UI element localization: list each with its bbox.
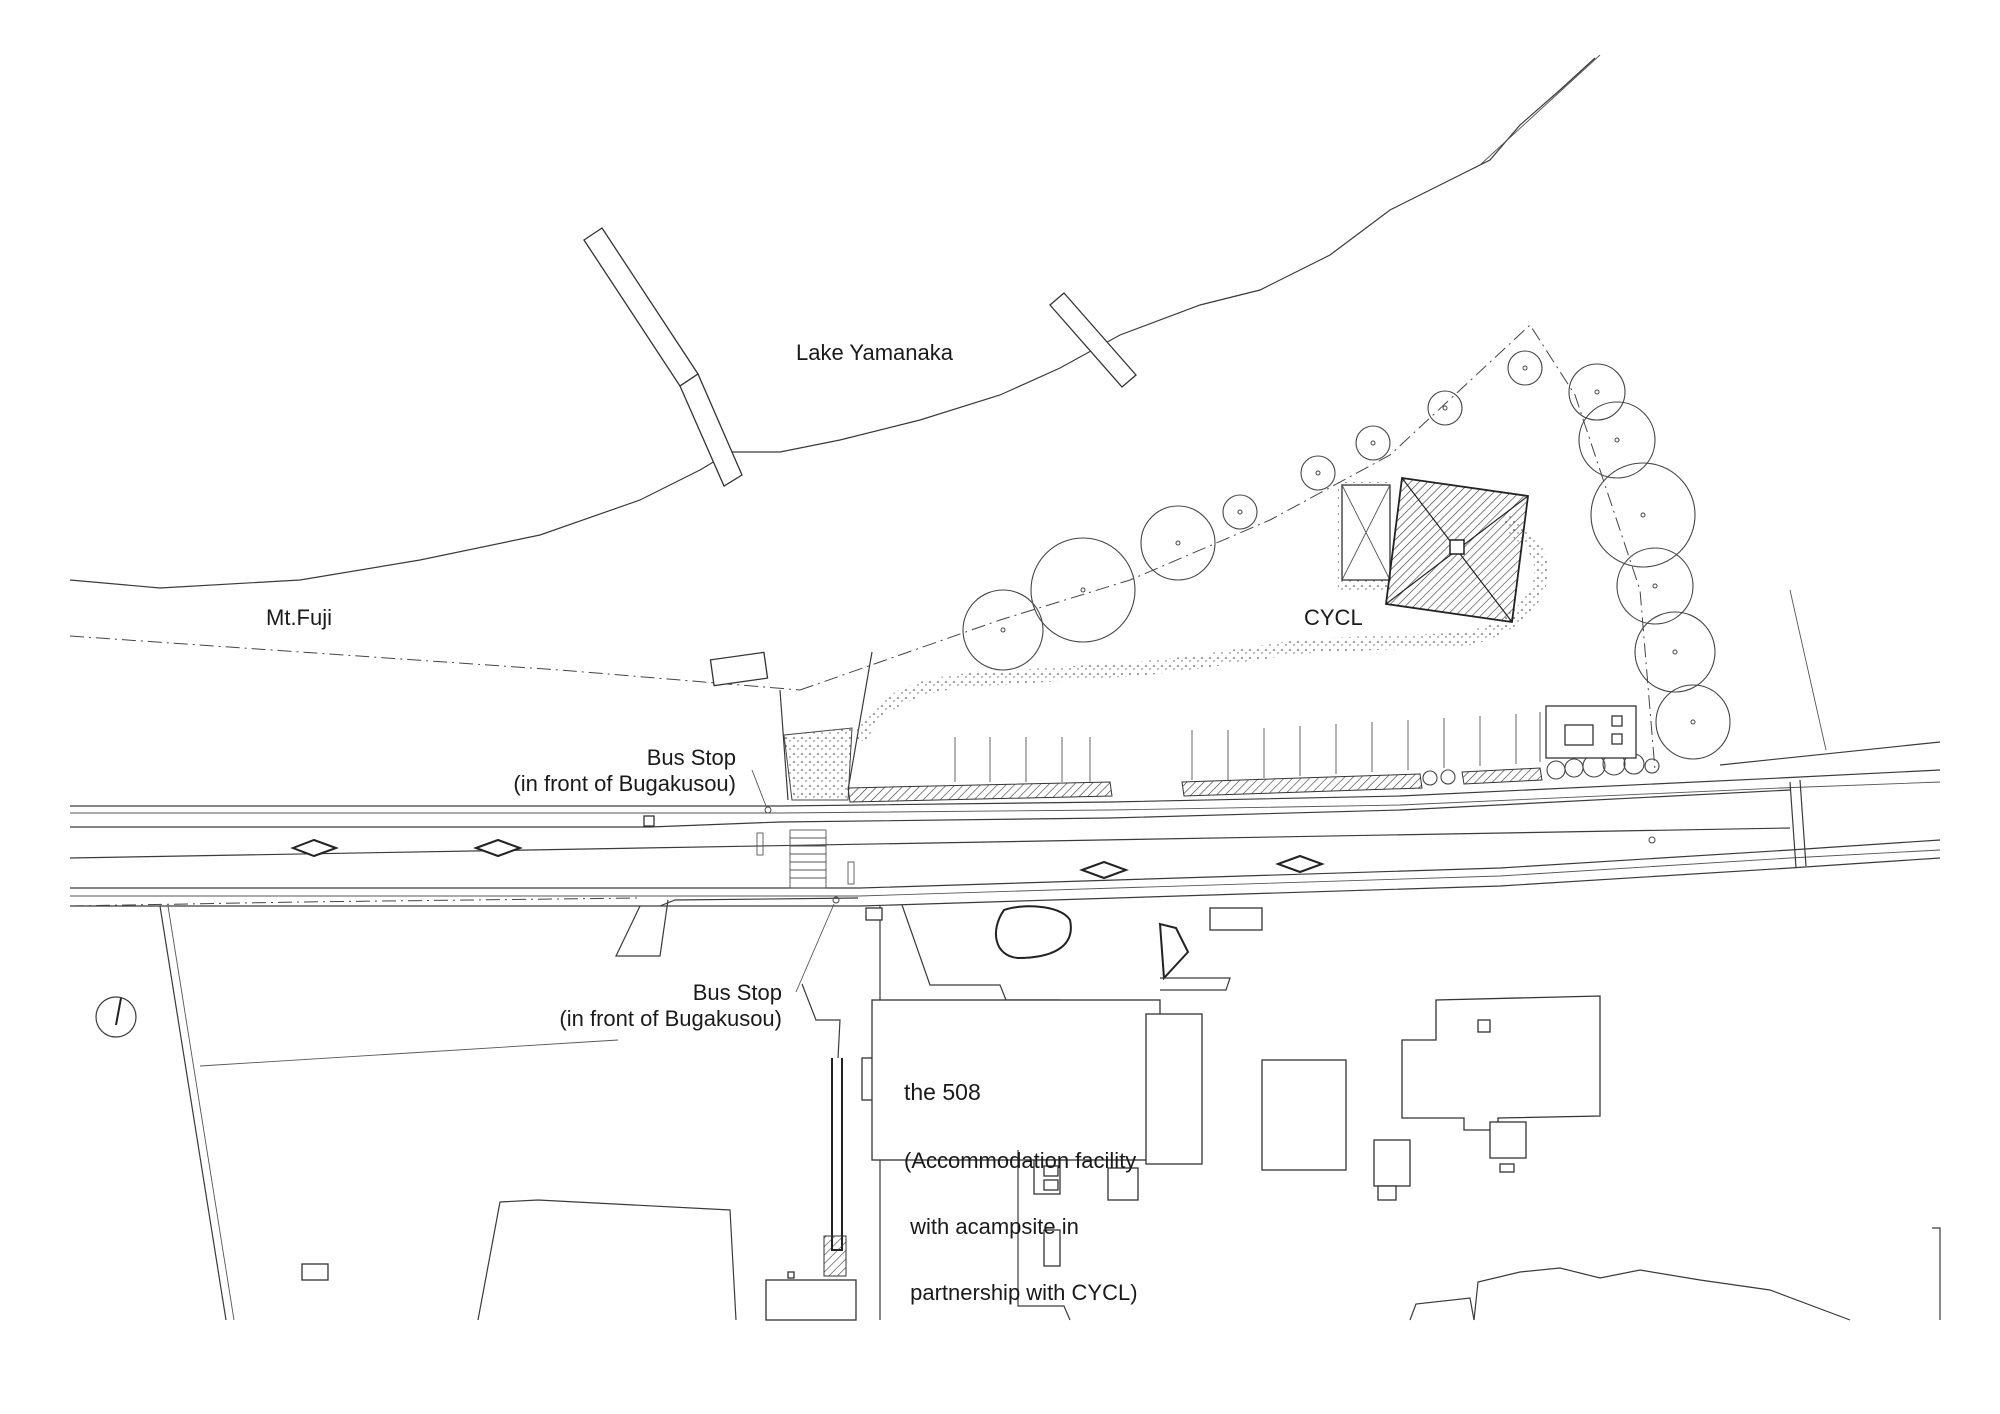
- gravel-path: [853, 513, 1549, 743]
- view-axis-line: [69, 635, 801, 691]
- bus-stop-south-marker: [832, 896, 840, 904]
- site-boundary: [799, 324, 1656, 771]
- south-lot-edge-2: [167, 905, 235, 1321]
- planter-strip-3: [1461, 767, 1543, 785]
- bus-stop-north-title: Bus Stop: [646, 745, 736, 770]
- access-path-edge-2: [847, 651, 873, 791]
- mtfuji-label: Mt.Fuji: [266, 605, 332, 630]
- the508-desc-line3: partnership with CYCL): [904, 1280, 1138, 1305]
- the508-area: [765, 904, 1203, 1321]
- lake-label: Lake Yamanaka: [796, 340, 953, 365]
- road-markings: [290, 838, 1325, 880]
- pier-left: [583, 227, 743, 487]
- small-structure-sw: [301, 1263, 329, 1281]
- planter-strip-2: [1181, 773, 1423, 797]
- lake-shoreline: [69, 57, 1596, 589]
- south-lot-edge: [159, 905, 227, 1321]
- sw-building-outline: [477, 1199, 737, 1321]
- east-road-edge: [1719, 741, 1941, 766]
- bus-stop-south-subtitle: (in front of Bugakusou): [559, 1006, 782, 1031]
- the508-desc-line2: with acampsite in: [904, 1214, 1079, 1239]
- north-arrow-icon: [95, 996, 137, 1038]
- bus-stop-north-subtitle: (in front of Bugakusou): [513, 771, 736, 796]
- south-property-line: [69, 897, 641, 907]
- access-path-stipple: [783, 727, 853, 801]
- se-buildings: [1017, 995, 1941, 1321]
- cycl-building: [1341, 476, 1530, 624]
- parking-stalls: [954, 712, 1541, 782]
- bus-stop-south-title: Bus Stop: [692, 980, 782, 1005]
- bus-stop-south-leader: [795, 903, 835, 993]
- cycl-label: CYCL: [1304, 605, 1363, 630]
- road-south-items: [865, 905, 1263, 991]
- east-site-line: [1789, 589, 1827, 751]
- the508-title: the 508: [904, 1079, 981, 1105]
- south-lot-line: [199, 1039, 619, 1067]
- the508-label: the 508 (Accommodation facility with aca…: [904, 1034, 1138, 1326]
- main-road: [69, 769, 1941, 907]
- planter-strip-1: [847, 781, 1113, 803]
- road-post: [1648, 836, 1656, 844]
- trees: [962, 350, 1731, 760]
- bus-stop-north-leader: [751, 769, 767, 807]
- crosswalk: [756, 829, 855, 889]
- access-path-edge: [779, 689, 789, 801]
- service-building: [1545, 705, 1637, 759]
- pier-right: [1049, 292, 1137, 388]
- kiosk-building: [709, 651, 769, 687]
- road-sign: [643, 815, 655, 827]
- the508-desc-line1: (Accommodation facility: [904, 1148, 1137, 1173]
- south-driveway: [615, 899, 669, 957]
- lake-shoreline-upper: [1479, 54, 1601, 166]
- bus-stop-north-marker: [764, 806, 772, 814]
